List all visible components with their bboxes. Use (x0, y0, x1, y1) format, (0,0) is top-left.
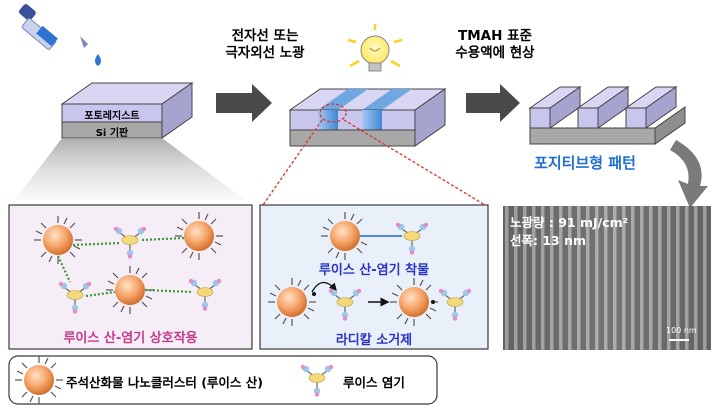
zoom-line-right (343, 119, 486, 206)
arrow-to-sem (670, 140, 708, 208)
photoresist-label: 포토레지스트 (84, 111, 140, 122)
legend-base-label: 루이스 염기 (343, 375, 405, 390)
sem-image (503, 206, 711, 350)
lightbulb-icon (347, 24, 403, 72)
scavenger-illustration (267, 277, 472, 327)
develop-step-label: TMAH 표준 수용액에 현상 (440, 28, 550, 62)
adduct-illustration (320, 211, 429, 261)
substrate-label: Si 기판 (95, 128, 129, 139)
interaction-caption: 루이스 산-염기 상호작용 (63, 331, 198, 346)
sem-dose-label: 노광량 : 91 mJ/cm² (510, 215, 629, 230)
exposure-step-label: 전자선 또는 극자외선 노광 (210, 28, 320, 62)
dropper-icon (19, 4, 101, 66)
panel-complex (259, 204, 489, 350)
positive-pattern-title: 포지티브형 패턴 (534, 154, 636, 172)
legend-acid-label: 주석산화물 나노클러스터 (루이스 산) (66, 375, 263, 390)
arrow-step-1 (216, 84, 272, 122)
wafer-block-pattern (528, 86, 686, 145)
sem-linewidth-label: 선폭: 13 nm (510, 233, 587, 248)
wafer-block-exposed (288, 88, 447, 147)
interaction-illustration (33, 211, 224, 315)
arrow-step-2 (466, 84, 520, 122)
scale-bar-label: 100 nm (666, 326, 697, 335)
adduct-label: 루이스 산-염기 착물 (318, 263, 430, 278)
zoom-shadow (15, 138, 245, 200)
exposure-label-line1: 전자선 또는 (231, 28, 299, 44)
zoom-line-left (262, 119, 323, 206)
exposure-label-line2: 극자외선 노광 (225, 45, 305, 61)
scavenger-label: 라디칼 소거제 (335, 333, 413, 348)
develop-label-line1: TMAH 표준 (458, 28, 532, 44)
develop-label-line2: 수용액에 현상 (455, 45, 535, 61)
